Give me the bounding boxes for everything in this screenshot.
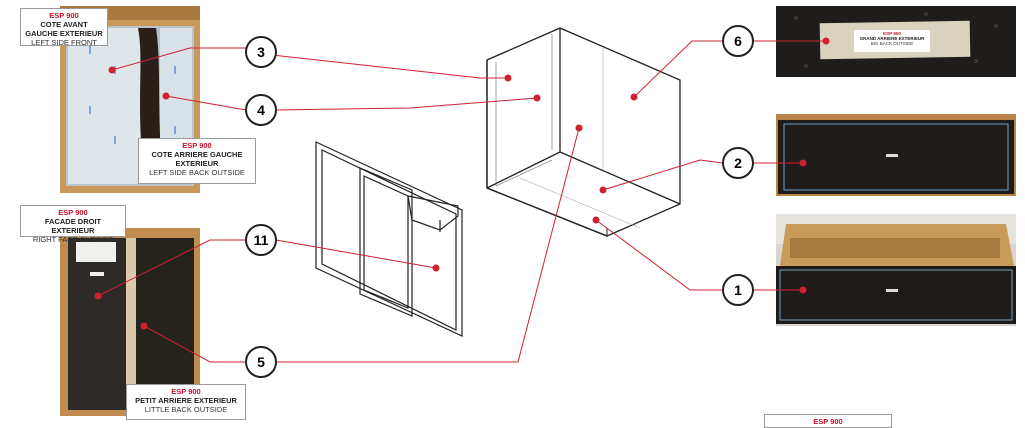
label-petit-arriere: ESP 900 PETIT ARRIERE EXTERIEUR LITTLE B… (126, 384, 246, 420)
label-brand: ESP 900 (49, 11, 79, 20)
callout-2: 2 (722, 147, 754, 179)
label-brand: ESP 900 (58, 208, 88, 217)
label-facade: ESP 900 FACADE DROIT EXTERIEUR RIGHT FAC… (20, 205, 126, 244)
cabinet-box-drawing (486, 27, 681, 237)
textured-panel-illustration (776, 6, 1016, 77)
callout-2-number: 2 (734, 155, 742, 171)
label-fr-1: COTE AVANT (40, 20, 88, 29)
label-brand: ESP 900 (813, 417, 843, 426)
label-fr-1: PETIT ARRIERE EXTERIEUR (135, 396, 237, 405)
label-fr-1: GRAND ARRIERE EXTERIEUR (859, 36, 925, 41)
photo-panel-1 (776, 214, 1016, 326)
callout-3: 3 (245, 36, 277, 68)
callout-4: 4 (245, 94, 277, 126)
photo-grand-arriere-label (776, 6, 1016, 77)
label-cote-avant: ESP 900 COTE AVANT GAUCHE EXTERIEUR LEFT… (20, 8, 108, 47)
callout-11-number: 11 (254, 232, 269, 248)
marker-dots (94, 37, 830, 330)
callout-3-number: 3 (257, 44, 265, 60)
label-brand: ESP 900 (883, 31, 901, 36)
callout-5-number: 5 (257, 354, 265, 370)
door-panel-drawing (315, 141, 463, 337)
callout-4-number: 4 (257, 102, 265, 118)
label-fr-2: EXTERIEUR (175, 159, 219, 168)
photo-panel-2 (776, 114, 1016, 196)
label-grand-arriere: ESP 900 GRAND ARRIERE EXTERIEUR BIG BACK… (856, 30, 928, 50)
label-fr-1: COTE ARRIERE GAUCHE (151, 150, 243, 159)
panel-2-illustration (776, 114, 1016, 196)
label-en: RIGHT FACE OUTSIDE (32, 235, 114, 244)
label-en: LITTLE BACK OUTSIDE (144, 405, 228, 414)
callout-11: 11 (245, 224, 277, 256)
callout-6-number: 6 (734, 33, 742, 49)
panel-1-illustration (776, 214, 1016, 326)
label-cote-arriere: ESP 900 COTE ARRIERE GAUCHE EXTERIEUR LE… (138, 138, 256, 184)
label-fr-2: GAUCHE EXTERIEUR (25, 29, 103, 38)
callout-5: 5 (245, 346, 277, 378)
label-brand: ESP 900 (182, 141, 212, 150)
callout-1-number: 1 (734, 282, 742, 298)
label-fr-1: FACADE DROIT EXTERIEUR (44, 217, 102, 235)
label-en: LEFT SIDE BACK OUTSIDE (149, 168, 245, 177)
label-en: BIG BACK OUTSIDE (870, 41, 914, 46)
callout-6: 6 (722, 25, 754, 57)
leader-lines (97, 40, 826, 363)
label-en: LEFT SIDE FRONT (31, 38, 97, 47)
callout-1: 1 (722, 274, 754, 306)
label-brand: ESP 900 (171, 387, 201, 396)
